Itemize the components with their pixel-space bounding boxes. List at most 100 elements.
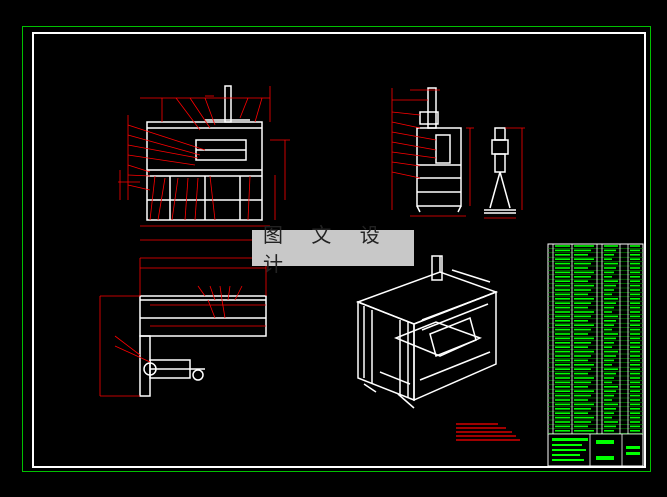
drawing-border-frame <box>32 32 646 468</box>
parts-row-text <box>555 324 570 326</box>
parts-row-text <box>630 298 640 300</box>
parts-row-text <box>630 280 640 282</box>
parts-row-text <box>604 271 614 274</box>
parts-row-text <box>574 254 588 256</box>
parts-row-text <box>630 337 640 340</box>
parts-row-text <box>604 412 614 414</box>
parts-row-text <box>555 381 570 384</box>
parts-row-text <box>604 346 612 348</box>
parts-row-text <box>630 306 640 309</box>
parts-row-text <box>574 302 591 304</box>
parts-row-text <box>630 355 640 357</box>
parts-row-text <box>574 320 588 322</box>
parts-row-text <box>630 249 640 252</box>
parts-row-text <box>555 408 570 410</box>
watermark-text: 图 文 设 计 <box>263 223 391 276</box>
parts-row-text <box>574 267 588 269</box>
parts-row-text <box>604 254 614 256</box>
parts-row-text <box>604 421 618 423</box>
parts-row-text <box>630 302 640 304</box>
parts-row-text <box>630 399 640 401</box>
parts-row-text <box>574 249 591 252</box>
parts-row-text <box>604 355 616 357</box>
parts-row-text <box>630 412 640 414</box>
parts-row-text <box>604 298 618 300</box>
parts-row-text <box>574 390 594 392</box>
parts-row-text <box>630 364 640 366</box>
parts-row-text <box>630 320 640 322</box>
parts-row-text <box>630 403 640 406</box>
parts-row-text <box>574 408 591 410</box>
parts-row-text <box>630 421 640 423</box>
parts-row-text <box>630 245 640 247</box>
parts-row-text <box>630 276 640 278</box>
parts-row-text <box>604 328 612 331</box>
parts-row-text <box>604 276 612 278</box>
parts-row-text <box>630 368 640 370</box>
parts-row-text <box>555 430 570 432</box>
parts-row-text <box>630 430 640 432</box>
parts-row-text <box>555 254 570 256</box>
parts-row-text <box>555 355 570 357</box>
parts-row-text <box>630 262 640 265</box>
parts-row-text <box>555 328 570 331</box>
parts-row-text <box>630 386 640 388</box>
parts-row-text <box>555 425 570 428</box>
parts-row-text <box>555 364 570 366</box>
parts-row-text <box>555 267 570 269</box>
parts-row-text <box>604 289 614 291</box>
parts-row-text <box>555 284 570 287</box>
parts-row-text <box>555 245 570 247</box>
title-block <box>552 438 640 461</box>
parts-row-text <box>630 408 640 410</box>
parts-row-text <box>574 342 591 344</box>
parts-row-text <box>574 394 591 397</box>
parts-row-text <box>574 412 588 414</box>
parts-row-text <box>630 311 640 313</box>
parts-row-text <box>574 355 591 357</box>
parts-row-text <box>555 333 570 335</box>
parts-row-text <box>555 359 570 362</box>
parts-row-text <box>574 245 594 247</box>
parts-row-text <box>555 298 570 300</box>
top-view <box>99 257 267 397</box>
parts-row-text <box>604 262 618 265</box>
parts-row-text <box>604 359 614 362</box>
parts-row-text <box>574 328 591 331</box>
parts-row-text <box>574 311 594 313</box>
parts-row-text <box>555 249 570 252</box>
parts-row-text <box>630 342 640 344</box>
parts-row-text <box>574 386 588 388</box>
parts-row-text <box>604 324 614 326</box>
parts-row-text <box>574 364 594 366</box>
parts-row-text <box>604 320 616 322</box>
parts-row-text <box>630 425 640 428</box>
parts-row-text <box>555 306 570 309</box>
parts-row-text <box>604 430 614 432</box>
parts-row-text <box>574 368 591 370</box>
parts-row-text <box>555 416 570 419</box>
parts-row-text <box>555 403 570 406</box>
parts-row-text <box>604 284 616 287</box>
parts-row-text <box>555 276 570 278</box>
parts-row-text <box>555 293 570 296</box>
parts-row-text <box>555 346 570 348</box>
parts-row-text <box>574 359 588 362</box>
parts-row-text <box>630 267 640 269</box>
parts-row-text <box>555 337 570 340</box>
parts-row-text <box>630 394 640 397</box>
parts-row-text <box>574 333 588 335</box>
parts-row-text <box>630 359 640 362</box>
parts-row-text <box>555 302 570 304</box>
parts-row-text <box>574 271 594 274</box>
parts-row-text <box>604 249 616 252</box>
parts-row-text <box>555 377 570 379</box>
parts-row-text <box>574 262 591 265</box>
parts-row-text <box>574 403 594 406</box>
parts-list-table <box>547 243 644 467</box>
parts-row-text <box>574 381 591 384</box>
parts-row-text <box>604 399 612 401</box>
parts-row-text <box>574 280 588 282</box>
parts-row-text <box>604 368 618 370</box>
parts-row-text <box>604 425 616 428</box>
